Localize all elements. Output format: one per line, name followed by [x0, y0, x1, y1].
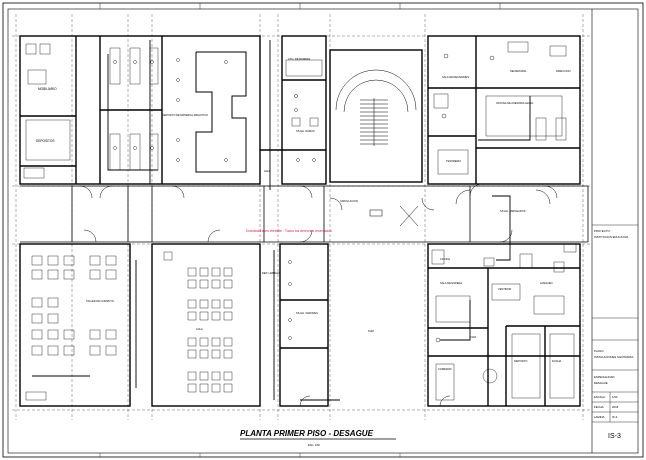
- room-label-sala-reuniones: SALA DE REUNIONES: [442, 75, 469, 79]
- room-label-circulacion: CIRCULACION: [340, 199, 358, 203]
- room-label-comedor: COMEDOR: [438, 367, 452, 371]
- frame-ticks: [99, 3, 501, 457]
- watermark-text: Download from Website · Todos los derech…: [246, 229, 332, 233]
- room-label-central: DEPOSITO DE MATERIAL DIDACTICO: [162, 113, 208, 117]
- room-label-sum: SUM: [368, 329, 374, 333]
- room-label-vestidor: VESTIDOR: [498, 287, 511, 291]
- corridor-x-symbol: [369, 205, 419, 227]
- drawing-title: PLANTA PRIMER PISO - DESAGUE: [240, 429, 374, 438]
- tb-spec-value: DESAGUE: [594, 381, 608, 385]
- tb-scale-value: 1/50: [612, 395, 618, 399]
- grid-axes: [12, 14, 592, 420]
- tb-date-label: FECHA:: [594, 405, 604, 409]
- room-label-tesoreria: TESORERIA: [446, 159, 461, 163]
- room-label-oficina: OFICINA DE ASESORIA LEGAL: [496, 101, 534, 105]
- tb-date-value: 2018: [612, 405, 619, 409]
- room-label-aula: AULA: [196, 327, 203, 331]
- tb-sheet-label: LAMINA:: [594, 415, 605, 419]
- corridor: [20, 185, 589, 243]
- room-label-deposito: DEPOSITO: [514, 359, 527, 363]
- room-label-espera: SALA DE ESPERA: [440, 281, 462, 285]
- room-label-direccion: DIRECCION: [556, 69, 571, 73]
- furniture-upper: [23, 41, 567, 179]
- room-labels: MOBILIARIO DEPOSITOS DEPOSITO DE MATERIA…: [36, 57, 571, 371]
- furniture-lower-right: [431, 243, 577, 401]
- room-label-depositos: DEPOSITOS: [36, 139, 55, 143]
- tb-spec-label: ESPECIALIDAD:: [594, 375, 615, 379]
- room-label-almacen: ALMACEN: [540, 281, 553, 285]
- room-label-secretaria: SECRETARIA: [510, 69, 527, 73]
- room-label-cocina: COCINA: [440, 257, 450, 261]
- room-label-cto-bombas: CTO. DE BOMBAS: [288, 57, 311, 61]
- room-label-cam: CAM.: [470, 335, 477, 339]
- central-core: [195, 51, 247, 173]
- tb-sheet-value: IS-3: [612, 415, 618, 419]
- desks-classroom-left: [25, 255, 117, 401]
- drain-pipes: [32, 40, 531, 401]
- room-label-ducha: DUCHA: [552, 359, 561, 363]
- room-label-ss-damas: SS.HH. DAMAS: [296, 129, 315, 133]
- room-label-taller: TALLER DE COMPUTO: [86, 299, 114, 303]
- inner-frame: [7, 8, 639, 454]
- stair-treads: [335, 69, 417, 146]
- plumbing-fixtures: [113, 53, 498, 384]
- room-label-ss-varones: SS.HH. VARONES: [296, 311, 318, 315]
- tb-project-value: INSTITUCION EDUCATIVA: [594, 235, 628, 239]
- room-label-mobiliario: MOBILIARIO: [38, 87, 57, 91]
- walls-top: [19, 35, 581, 185]
- room-label-ss-emp: SS.HH. EMPLEADOS: [500, 209, 526, 213]
- sheet-number: IS-3: [608, 433, 621, 440]
- tb-plan-label: PLANO:: [594, 349, 604, 353]
- drawing-scale: ESC. 1/50: [308, 443, 320, 447]
- room-label-hall: HALL: [264, 169, 271, 173]
- tb-project-label: PROYECTO:: [594, 229, 611, 233]
- desks-classroom-right: [163, 251, 233, 393]
- door-swings: [79, 183, 558, 407]
- tb-scale-label: ESCALA:: [594, 395, 606, 399]
- walls-bottom: [19, 243, 581, 407]
- room-label-dep-limpieza: DEP. LIMPIEZA: [262, 271, 281, 275]
- title-block: PROYECTO: INSTITUCION EDUCATIVA PLANO: I…: [591, 9, 638, 453]
- tb-plan-value: INSTALACIONES SANITARIAS: [594, 355, 634, 359]
